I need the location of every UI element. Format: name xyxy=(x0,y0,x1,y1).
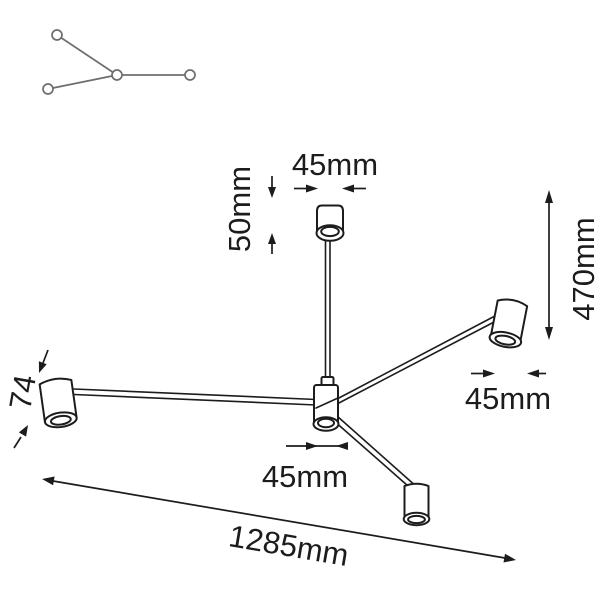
dim-canopy-width-label: 45mm xyxy=(292,147,378,182)
dim-head-height: 74 xyxy=(2,349,49,449)
dim-head-height-label: 74 xyxy=(2,372,42,412)
dim-hub-width: 45mm xyxy=(262,442,348,494)
spotlight-right xyxy=(488,298,529,349)
center-hub xyxy=(312,376,340,432)
dim-canopy-width: 45mm xyxy=(292,147,378,193)
dimension-annotations: 45mm 50mm 470mm 45mm xyxy=(2,147,600,573)
dim-canopy-height: 50mm xyxy=(222,166,276,254)
dim-head-width-label: 45mm xyxy=(465,381,551,416)
ceiling-canopy xyxy=(315,204,345,242)
arm-left xyxy=(73,388,317,406)
dim-hub-width-label: 45mm xyxy=(262,459,348,494)
lamp-arms-schematic-icon xyxy=(42,29,196,95)
spotlight-left xyxy=(38,377,78,429)
arm-lower-right xyxy=(332,415,414,487)
arm-upper-right xyxy=(336,315,497,405)
down-rod xyxy=(324,235,331,379)
dim-canopy-height-label: 50mm xyxy=(222,166,257,252)
spotlight-bottom xyxy=(402,482,431,527)
dim-fixture-height-label: 470mm xyxy=(566,217,600,320)
dim-total-length-label: 1285mm xyxy=(226,518,351,573)
dim-head-width: 45mm xyxy=(465,369,551,416)
lamp-drawing xyxy=(38,204,529,527)
dim-fixture-height: 470mm xyxy=(545,190,600,340)
